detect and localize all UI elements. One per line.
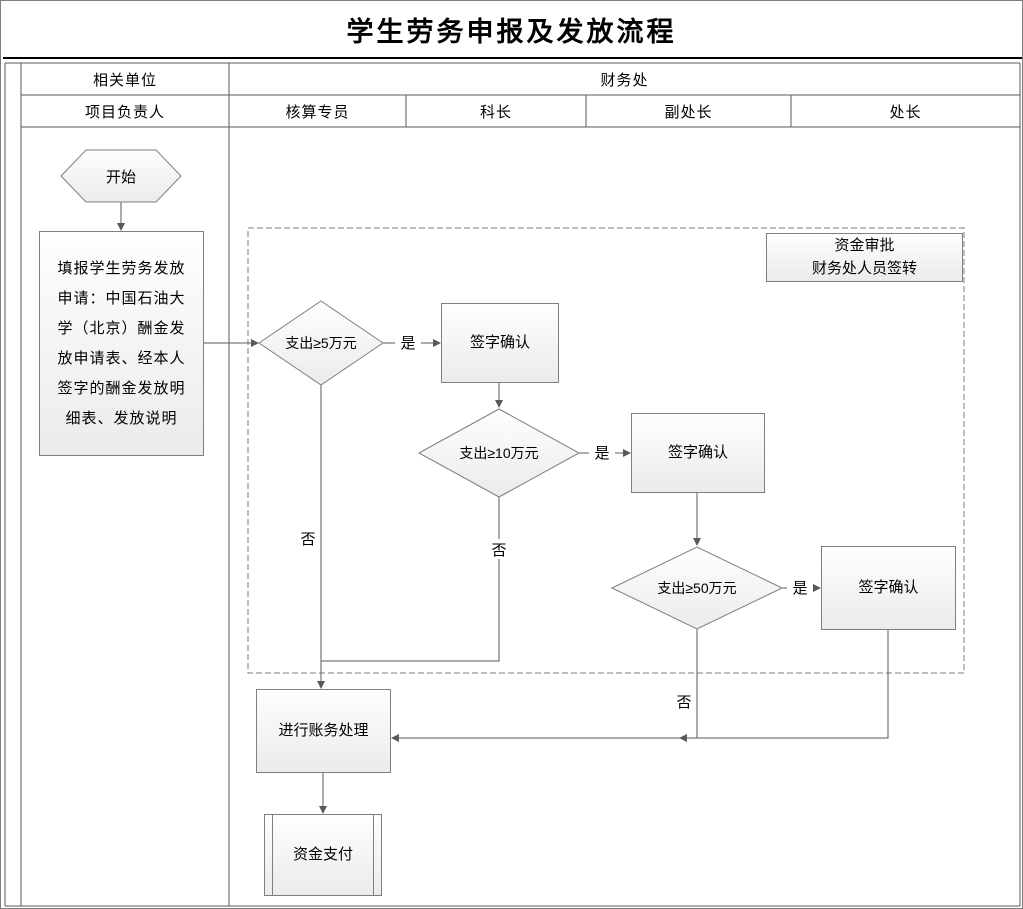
no-label-2: 否 xyxy=(486,539,512,559)
arrowhead-down-2 xyxy=(495,400,503,408)
yes-label-1: 是 xyxy=(395,332,421,352)
arrowhead-right-2 xyxy=(433,339,441,347)
accounting-step: 进行账务处理 xyxy=(256,689,391,773)
lane-section-chief: 科长 xyxy=(479,103,512,121)
arrowhead-right-3 xyxy=(623,449,631,457)
connector-decision2-no xyxy=(321,497,500,662)
lane-accounting-specialist: 核算专员 xyxy=(285,103,350,121)
decision2-label: 支出≥10万元 xyxy=(459,445,539,461)
lane-group-related-units: 相关单位 xyxy=(92,71,157,89)
decision1-diamond xyxy=(258,300,384,386)
page-title: 学生劳务申报及发放流程 xyxy=(346,17,677,47)
payment-step: 资金支付 xyxy=(264,814,382,896)
decision3-diamond xyxy=(610,546,784,630)
arrowhead-left-1 xyxy=(391,734,399,742)
arrowhead-right-1 xyxy=(251,339,259,347)
lane-group-finance-office: 财务处 xyxy=(600,71,649,89)
arrowhead-right-4 xyxy=(813,584,821,592)
sign-confirm-3-step: 签字确认 xyxy=(821,546,956,630)
decision2-diamond xyxy=(417,408,581,498)
decision1-label: 支出≥5万元 xyxy=(285,335,357,351)
yes-label-2: 是 xyxy=(589,442,615,462)
lane-deputy-director: 副处长 xyxy=(664,103,713,121)
swimlane-grid xyxy=(4,62,1021,907)
start-step: 开始 xyxy=(105,168,136,186)
approval-note-line1: 资金审批 xyxy=(834,237,895,254)
arrowheads xyxy=(117,223,821,814)
arrowhead-left-mid xyxy=(679,734,687,742)
yes-label-3: 是 xyxy=(787,577,813,597)
start-hexagon xyxy=(60,149,182,203)
payment-label: 资金支付 xyxy=(292,845,353,863)
connectors xyxy=(120,202,889,806)
approval-note-line2: 财务处人员签转 xyxy=(811,259,917,277)
connector-confirm3-to-accounting xyxy=(399,630,889,739)
sign-confirm-2-step: 签字确认 xyxy=(631,413,765,493)
arrowhead-down-1 xyxy=(117,223,125,231)
decision3-label: 支出≥50万元 xyxy=(657,580,737,596)
double-bar-left xyxy=(272,815,273,895)
lane-project-leader: 项目负责人 xyxy=(84,103,165,121)
lane-director: 处长 xyxy=(889,103,922,121)
sign-confirm-1-step: 签字确认 xyxy=(441,303,559,383)
approval-note-box: 资金审批 财务处人员签转 xyxy=(766,233,963,282)
double-bar-right xyxy=(373,815,374,895)
arrowhead-down-4 xyxy=(317,681,325,689)
no-label-3: 否 xyxy=(676,693,692,711)
application-step: 填报学生劳务发放申请：中国石油大学（北京）酬金发放申请表、经本人签字的酬金发放明… xyxy=(39,231,204,456)
arrowhead-down-5 xyxy=(319,806,327,814)
arrowhead-down-3 xyxy=(693,538,701,546)
approval-group-dashed-box xyxy=(247,227,965,674)
no-label-1: 否 xyxy=(300,530,316,548)
